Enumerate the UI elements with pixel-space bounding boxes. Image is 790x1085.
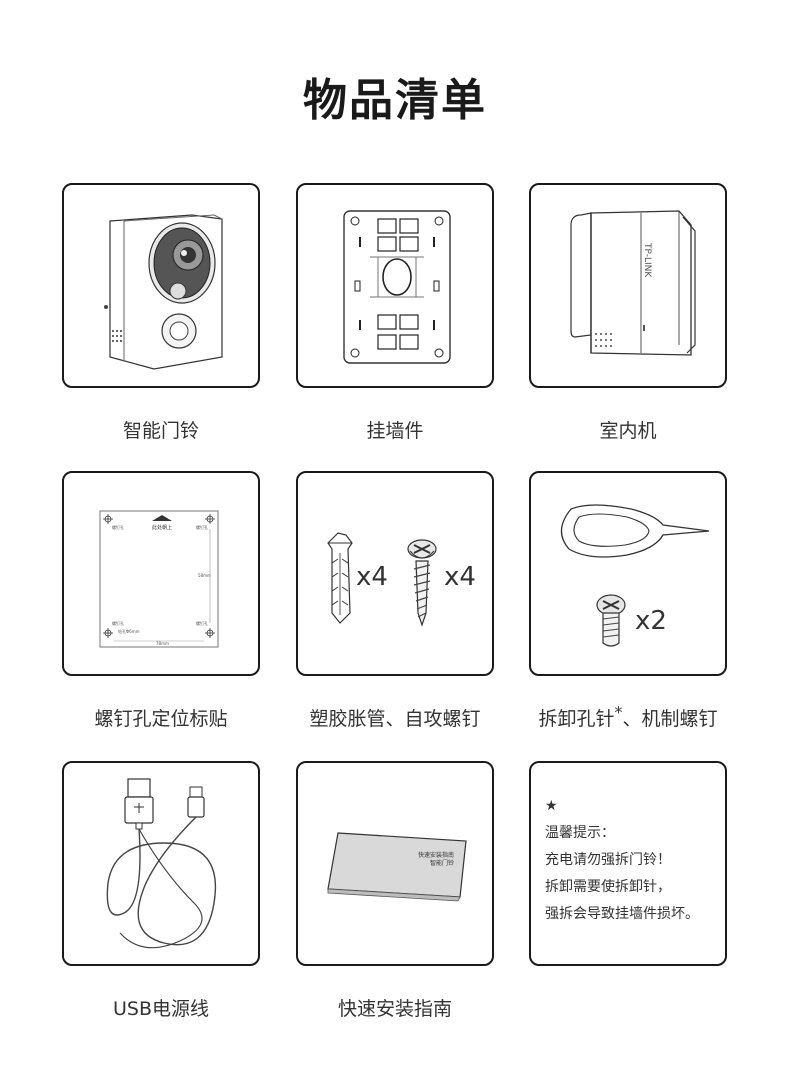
item-card-wall-mount bbox=[296, 183, 494, 388]
item-label-anchor-screw: 塑胶胀管、自攻螺钉 bbox=[309, 708, 481, 730]
sticker-dim-78: 78mm bbox=[156, 641, 169, 646]
pin-screw-qty-text: x2 bbox=[635, 606, 667, 636]
tips-note: ★ 温馨提示： 充电请勿强拆门铃！ 拆卸需要使拆卸针， 强拆会导致挂墙件损坏。 bbox=[545, 793, 699, 928]
item-label-doorbell: 智能门铃 bbox=[122, 420, 199, 442]
item-card-usb-cable bbox=[62, 761, 260, 966]
anchor-qty-text: x4 bbox=[356, 562, 388, 592]
item-label-usb-cable: USB电源线 bbox=[112, 998, 209, 1020]
sticker-dim-58: 58mm bbox=[198, 573, 211, 578]
indoor-brand-text: TP-LINK bbox=[642, 242, 652, 278]
tips-star: ★ bbox=[545, 798, 558, 814]
tips-line-4: 强拆会导致挂墙件损坏。 bbox=[545, 906, 699, 922]
item-label-pin-main: 拆卸孔针 bbox=[538, 708, 615, 730]
sticker-hole-text-2: 螺钉孔 bbox=[196, 524, 208, 530]
guide-subtitle-text: 智能门铃 bbox=[430, 859, 454, 867]
item-label-wall-mount: 挂墙件 bbox=[366, 420, 424, 442]
tips-line-2: 充电请勿强拆门铃！ bbox=[545, 852, 671, 868]
item-card-doorbell bbox=[62, 183, 260, 388]
anchor-and-screw-icon: x4 x4 bbox=[327, 532, 476, 627]
screw-hole-sticker-icon: 此处朝上 螺钉孔 螺钉孔 螺钉孔 螺钉孔 58mm 78mm 钻孔Φ6mm bbox=[99, 510, 219, 648]
item-card-quick-guide: 快速安装指南 智能门铃 bbox=[296, 761, 494, 966]
screw-qty-text: x4 bbox=[444, 562, 476, 592]
item-label-pin-mark: * bbox=[614, 702, 623, 722]
doorbell-icon bbox=[104, 214, 223, 370]
item-label-pin-screw: 拆卸孔针*、机制螺钉 bbox=[498, 704, 758, 731]
tips-card: ★ 温馨提示： 充电请勿强拆门铃！ 拆卸需要使拆卸针， 强拆会导致挂墙件损坏。 bbox=[529, 761, 727, 966]
item-card-sticker: 此处朝上 螺钉孔 螺钉孔 螺钉孔 螺钉孔 58mm 78mm 钻孔Φ6mm bbox=[62, 471, 260, 676]
pin-and-screw-icon: x2 bbox=[560, 504, 710, 647]
tips-line-1: 温馨提示： bbox=[545, 825, 615, 841]
quick-guide-icon: 快速安装指南 智能门铃 bbox=[327, 832, 467, 902]
item-label-quick-guide: 快速安装指南 bbox=[337, 998, 452, 1020]
sticker-hole-text-1: 螺钉孔 bbox=[112, 524, 124, 530]
usb-cable-icon bbox=[106, 778, 217, 949]
page-title: 物品清单 bbox=[303, 75, 487, 126]
item-label-sticker: 螺钉孔定位标贴 bbox=[94, 708, 228, 730]
sticker-hole-text-3: 螺钉孔 bbox=[112, 620, 124, 626]
guide-title-text: 快速安装指南 bbox=[418, 851, 454, 859]
item-card-indoor-unit: TP-LINK bbox=[529, 183, 727, 388]
sticker-drill-text: 钻孔Φ6mm bbox=[118, 628, 140, 634]
indoor-unit-icon: TP-LINK bbox=[570, 210, 696, 356]
wall-mount-plate-icon bbox=[343, 210, 451, 364]
sticker-hole-text-4: 螺钉孔 bbox=[196, 620, 208, 626]
sticker-up-text: 此处朝上 bbox=[152, 524, 172, 531]
item-card-pin-screw: x2 bbox=[529, 471, 727, 676]
item-card-anchor-screw: x4 x4 bbox=[296, 471, 494, 676]
tips-line-3: 拆卸需要使拆卸针， bbox=[545, 879, 671, 895]
item-label-pin-rest: 、机制螺钉 bbox=[622, 708, 718, 730]
item-label-indoor-unit: 室内机 bbox=[599, 420, 657, 442]
